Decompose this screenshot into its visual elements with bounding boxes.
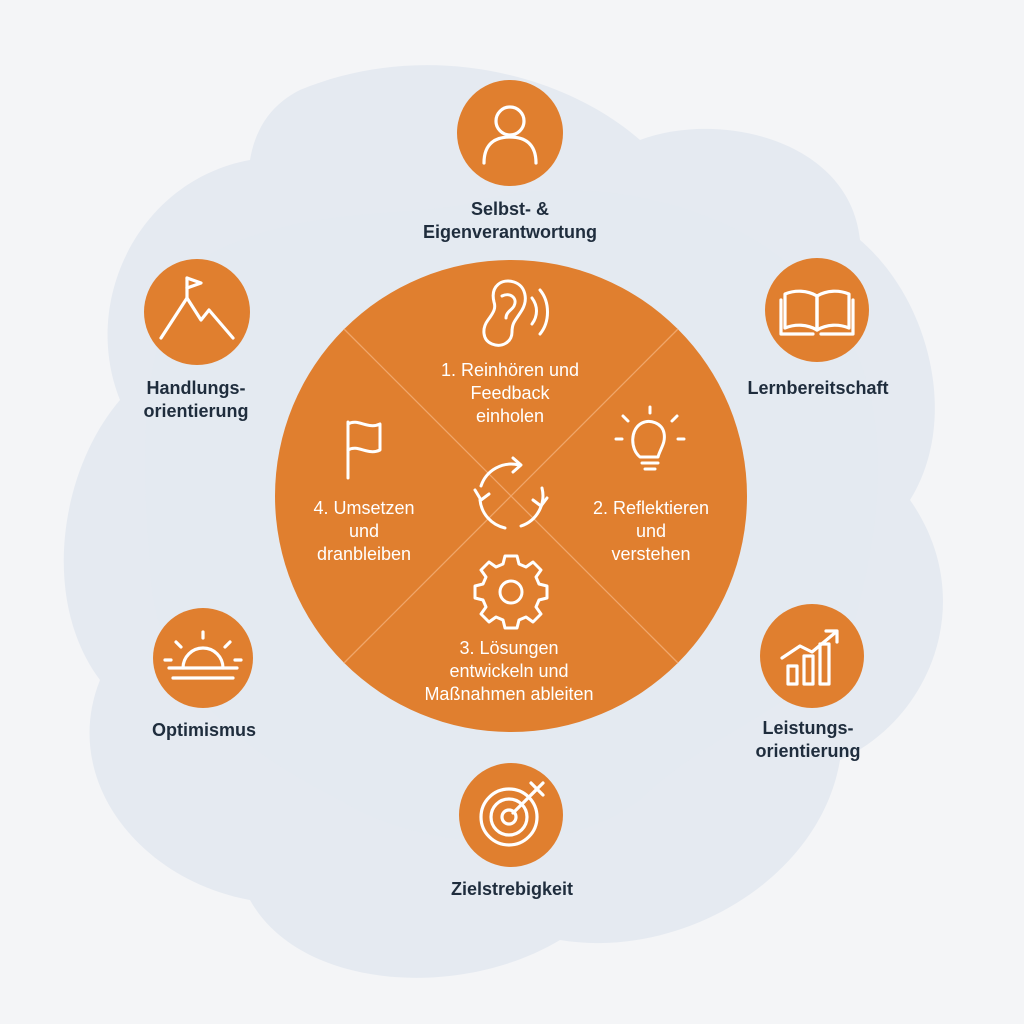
competency-willingness-to-learn: Lernbereitschaft bbox=[747, 258, 889, 398]
book-icon bbox=[779, 289, 855, 336]
person-icon bbox=[482, 105, 538, 165]
competency-self-responsibility: Selbst- &Eigenverantwortung bbox=[423, 80, 597, 242]
growth-chart-icon bbox=[780, 629, 839, 686]
competency-action-orientation: Handlungs-orientierung bbox=[143, 259, 250, 421]
competency-label: Selbst- &Eigenverantwortung bbox=[423, 199, 597, 242]
lightbulb-icon bbox=[614, 405, 686, 471]
cycle-circle bbox=[275, 260, 747, 732]
competency-label: Lernbereitschaft bbox=[747, 378, 888, 398]
competency-label: Optimismus bbox=[152, 720, 256, 740]
gear-icon bbox=[473, 554, 549, 630]
target-icon bbox=[479, 781, 545, 847]
competency-badge bbox=[153, 608, 253, 708]
competency-label: Zielstrebigkeit bbox=[451, 879, 573, 899]
cycle-divider bbox=[343, 328, 679, 664]
ear-icon bbox=[482, 279, 549, 347]
mountain-flag-icon bbox=[159, 276, 235, 340]
sunrise-icon bbox=[163, 630, 243, 680]
cycle-arrows-icon bbox=[473, 456, 549, 530]
competency-badge bbox=[459, 763, 563, 867]
competency-label: Handlungs-orientierung bbox=[143, 378, 248, 421]
flag-icon bbox=[346, 420, 382, 480]
competency-determination: Zielstrebigkeit bbox=[451, 763, 573, 899]
competency-performance-orientation: Leistungs-orientierung bbox=[755, 604, 864, 761]
competency-badge bbox=[457, 80, 563, 186]
competency-optimism: Optimismus bbox=[152, 608, 256, 740]
competency-label: Leistungs-orientierung bbox=[755, 718, 860, 761]
